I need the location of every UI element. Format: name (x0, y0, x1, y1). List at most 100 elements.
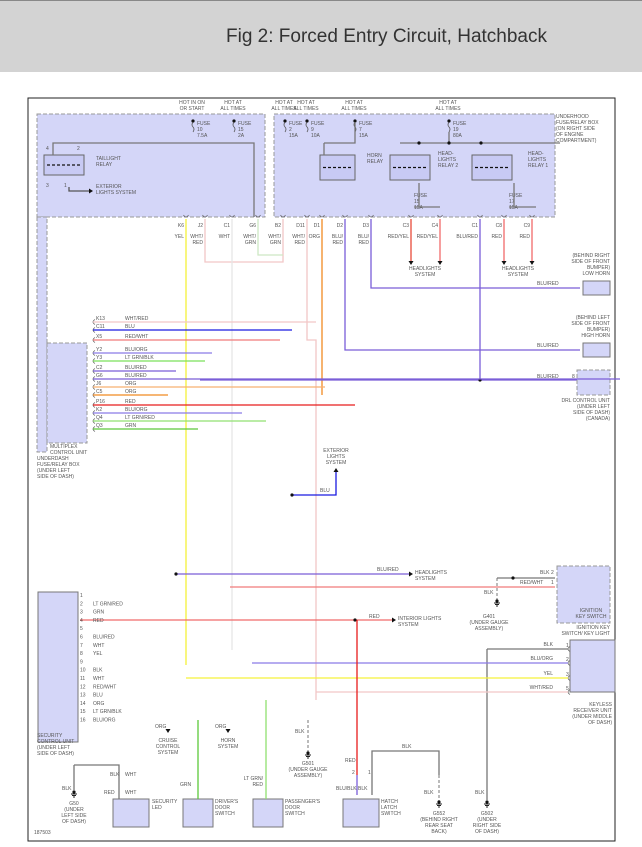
connector-pin: K6 (178, 223, 184, 229)
wire-color-label: RED (125, 399, 136, 405)
wire-color-label: BLU/ORG (93, 718, 116, 724)
connector-pin: K13 (96, 316, 105, 322)
wire-color-label: BLU/RED (537, 374, 559, 380)
g502-label: OF DASH) (475, 829, 499, 835)
wire-color-label: WHT/ (243, 234, 256, 240)
junction-dot (72, 790, 76, 794)
wire-color-label: BLU/RED (125, 373, 147, 379)
source-label: ALL TIMES (293, 106, 319, 112)
g50-label: OF DASH) (62, 819, 86, 825)
underhood-box-label: UNDERHOOD (556, 114, 589, 120)
wire-color-label: WHT (125, 772, 136, 778)
horn-relay-label: RELAY (367, 159, 384, 165)
wire-color-label: RED (252, 782, 263, 788)
high-horn (582, 342, 611, 358)
wire-color-label: RED/WHT (93, 684, 116, 690)
source-label: ALL TIMES (341, 106, 367, 112)
connector-pin: D3 (363, 223, 370, 229)
g401-label: ASSEMBLY) (475, 626, 504, 632)
ignition-light-label: SWITCH/ KEY LIGHT (561, 631, 610, 637)
junction-dot (353, 119, 357, 123)
connector-pin: 2 (80, 601, 83, 607)
arrow-icon (89, 188, 93, 194)
interior-lights-label: INTERIOR LIGHTS (398, 616, 442, 622)
wire-color-label: BLK (544, 642, 554, 648)
wire-color-label: BLK (540, 570, 550, 576)
arrow-icon (501, 261, 507, 265)
exterior-lights-label: LIGHTS SYSTEM (96, 190, 136, 196)
arrow-icon (409, 571, 413, 577)
g401-label: (UNDER GAUGE (470, 620, 510, 626)
arrow-icon (437, 261, 443, 265)
connector-icon (255, 214, 261, 218)
fuse-label: 15A (289, 133, 299, 139)
wire-color-label: GRN (270, 240, 282, 246)
source-label: HOT AT (345, 100, 363, 106)
wire-color-label: RED (358, 240, 369, 246)
hl-relay-2-label: LIGHTS (438, 157, 457, 163)
security-control-unit (37, 591, 79, 743)
source-label: HOT AT (275, 100, 293, 106)
wire-color-label: BLK (358, 786, 368, 792)
g501-label: ASSEMBLY) (294, 773, 323, 779)
g501-label: (UNDER GAUGE (289, 767, 329, 773)
security-unit-label: SECURITY (37, 733, 63, 739)
wire-color-label: BLU (320, 488, 330, 494)
security-unit-label: (UNDER LEFT (37, 745, 70, 751)
blu-ext-lights (292, 470, 337, 496)
low-horn-label: BUMPER) (587, 265, 610, 271)
high-horn-label: (BEHIND LEFT (576, 315, 610, 321)
connector-pin: 1 (566, 643, 569, 649)
relay-pin: 1 (64, 183, 67, 189)
keyless-label: OF DASH) (588, 720, 612, 726)
arrow-icon (408, 261, 414, 265)
fuse-label: FUSE (453, 121, 467, 127)
arrow-icon (333, 468, 339, 472)
underhood-box-label: COMPARTMENT) (556, 138, 597, 144)
wire-color-label: WHT/ (190, 234, 203, 240)
connector-pin: 2 (551, 570, 554, 576)
wht-grn-loop (257, 219, 283, 256)
source-label: HOT IN ON (179, 100, 205, 106)
arrow-icon (529, 261, 535, 265)
fuse-label: FUSE (509, 193, 523, 199)
arrow-icon (165, 729, 171, 733)
hatch-latch-label: SWITCH (381, 811, 401, 817)
fuse-label: 15A (359, 133, 369, 139)
g552-label: (BEHIND RIGHT (420, 817, 458, 823)
ignition-key-switch (556, 565, 611, 624)
wire-color-label: LT GRN/RED (125, 415, 155, 421)
wire-color-label: BLU/RED (456, 234, 478, 240)
headlights-system-label: SYSTEM (508, 272, 529, 278)
underhood-box-label: OF ENGINE (556, 132, 584, 138)
connector-pin: C4 (432, 223, 439, 229)
relay-pin: 2 (77, 146, 80, 152)
blu-red-high-horn (344, 219, 580, 351)
connector-icon (183, 214, 189, 218)
wire-color-label: WHT (93, 643, 104, 649)
wire-color-label: WHT/ (292, 234, 305, 240)
wire-color-label: WHT (125, 790, 136, 796)
connector-pin: G6 (96, 373, 103, 379)
wire-color-label: RED/WHT (520, 580, 543, 586)
headlights-label: SYSTEM (415, 576, 436, 582)
wire-color-label: RED (93, 618, 104, 624)
connector-icon (319, 214, 325, 218)
fuse-icon (305, 121, 309, 133)
source-label: HOT AT (224, 100, 242, 106)
connector-pin: J6 (96, 381, 102, 387)
wire-color-label: BLU (125, 324, 135, 330)
keyless-label: KEYLESS (589, 702, 612, 708)
wht-red-wire (306, 219, 317, 700)
g401-label: G401 (483, 614, 495, 620)
multiplex-label: MULTIPLEX (50, 444, 78, 450)
connector-pin: Y3 (96, 355, 102, 361)
connector-pin: 16 (80, 718, 86, 724)
figure-header: Fig 2: Forced Entry Circuit, Hatchback (0, 0, 642, 72)
underdash-box-label: (UNDER LEFT (37, 468, 70, 474)
connector-pin: 5 (80, 626, 83, 632)
connector-icon (280, 214, 286, 218)
wire-color-label: ORG (125, 381, 137, 387)
passengers-door-label: PASSENGER'S (285, 799, 321, 805)
